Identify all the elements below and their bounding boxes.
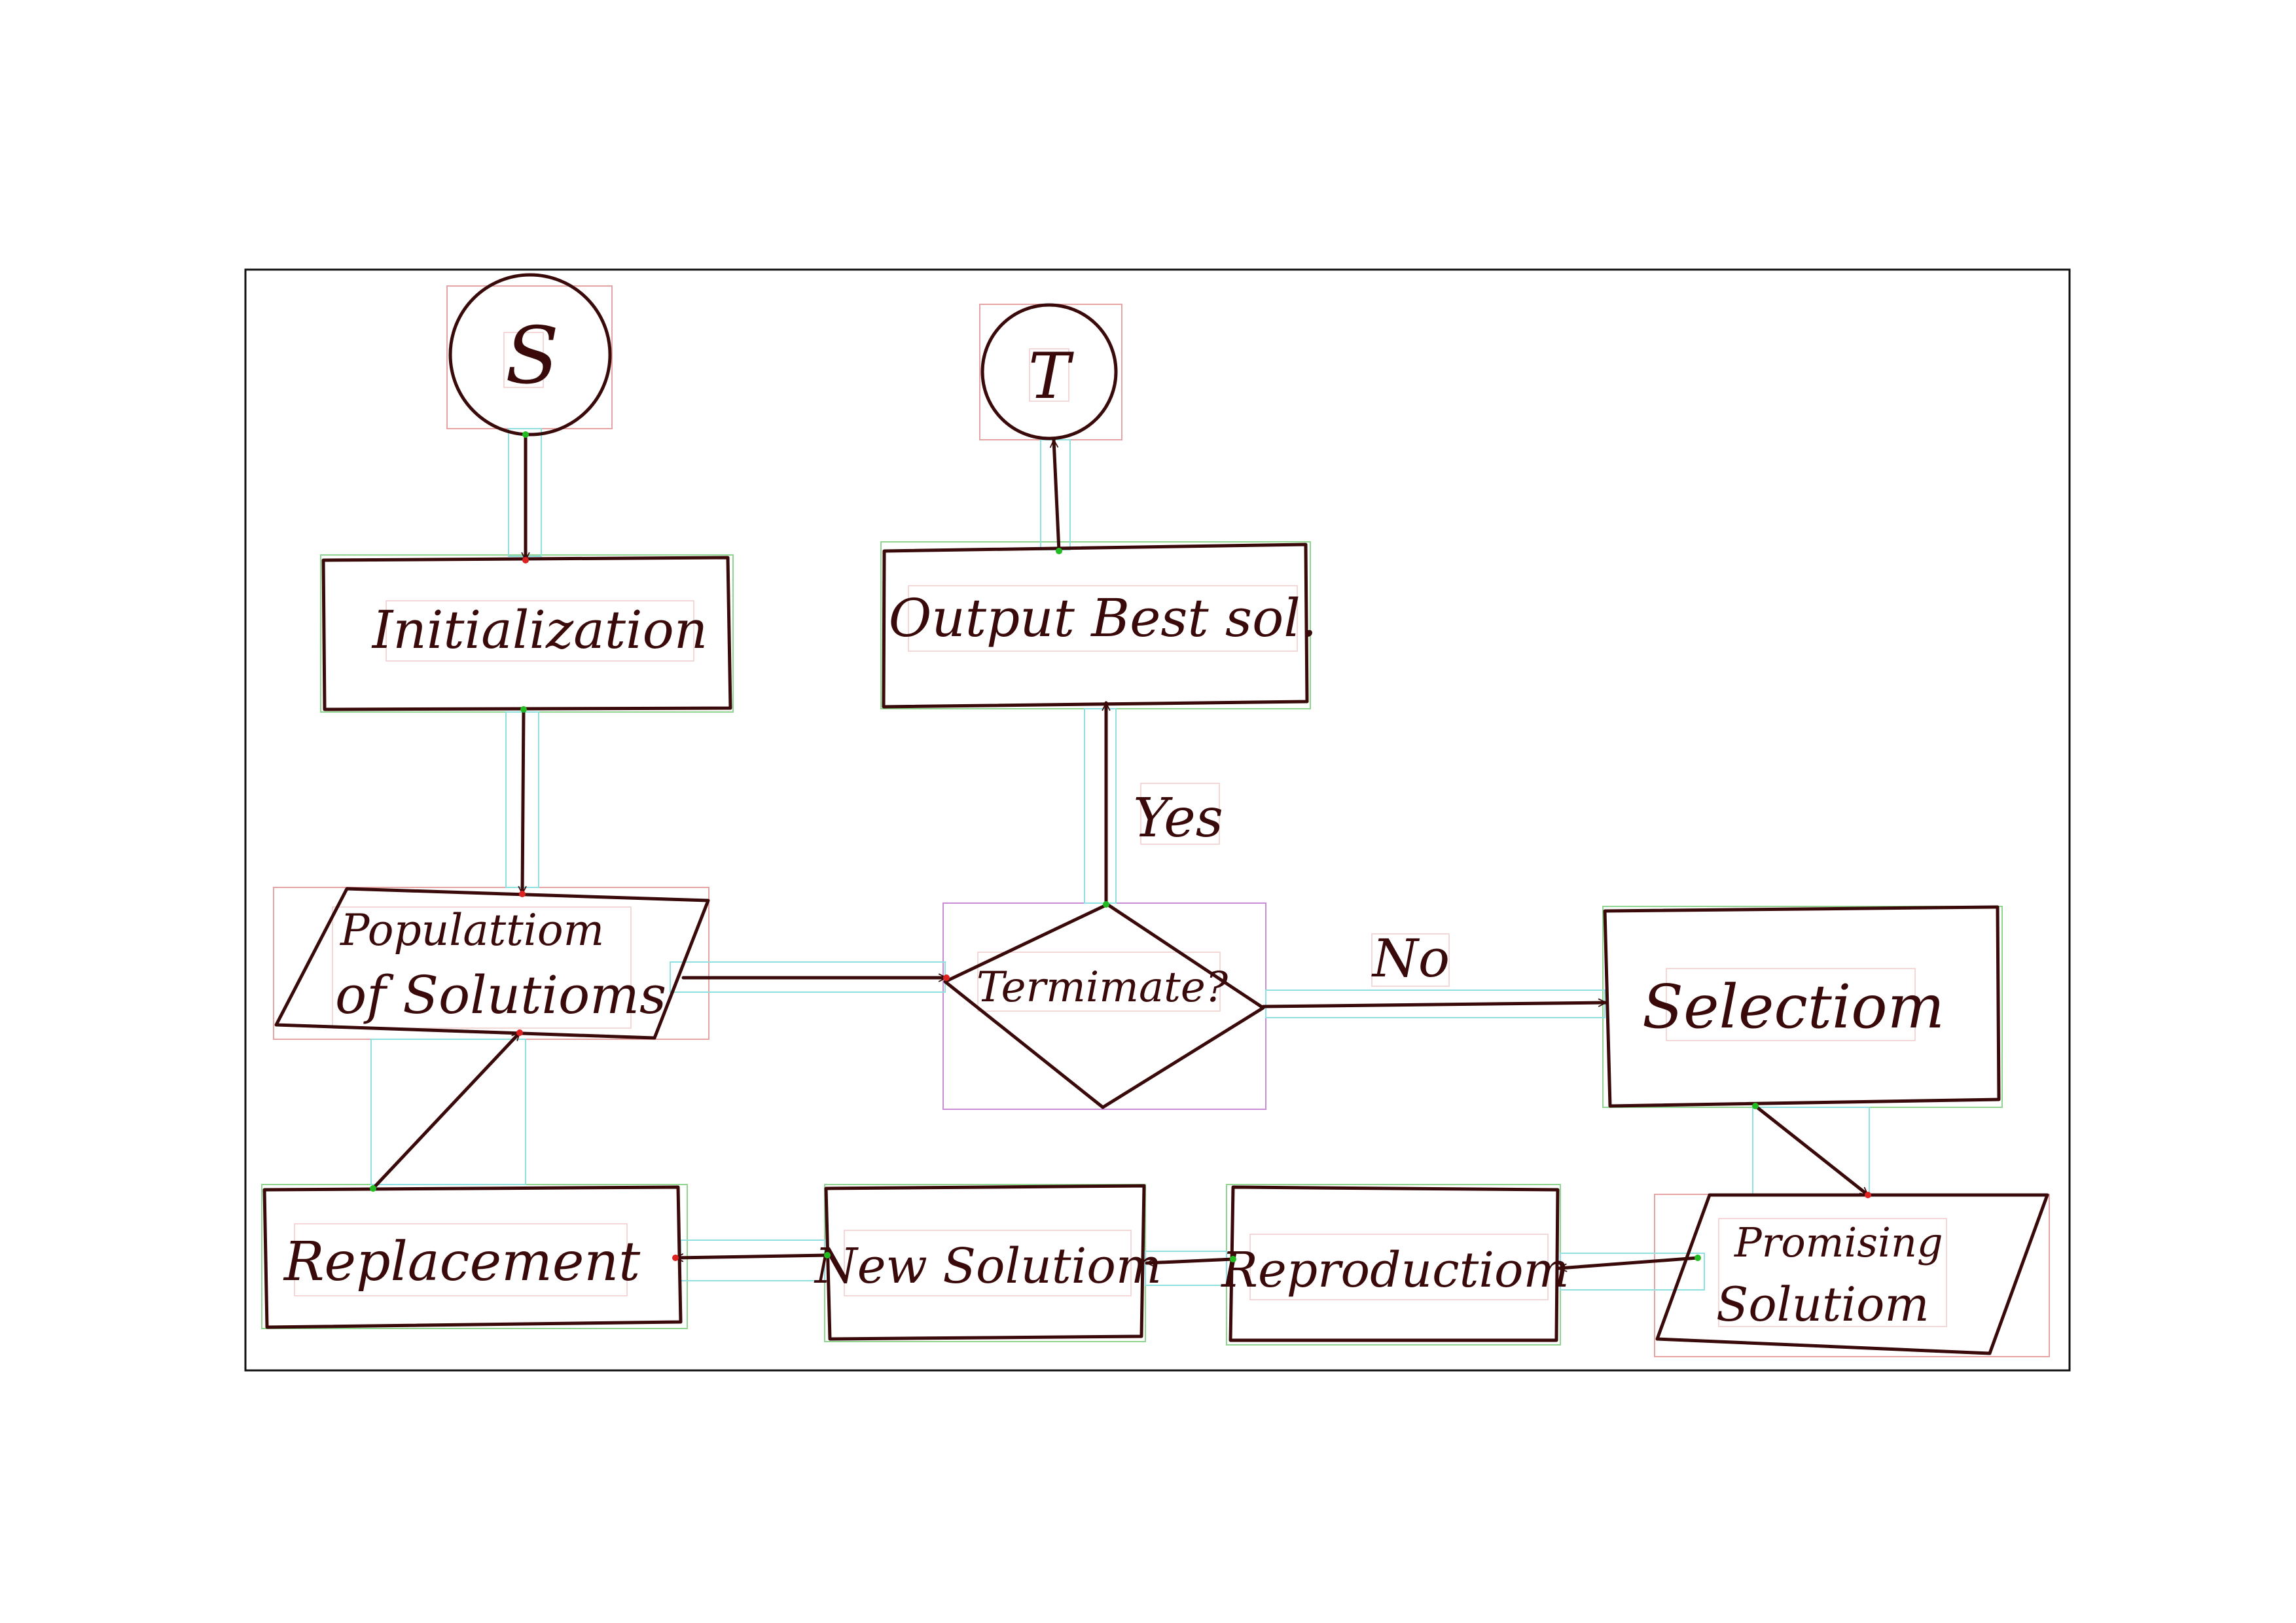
edge-reproduction-to-new-solution [1145,1257,1235,1263]
initialization-node: Initialization [321,556,732,711]
edge-new-solution-to-replacement [673,1255,829,1258]
edge-label-no: No [1371,928,1450,989]
population-parallelogram [274,887,710,1040]
edge-selection-to-promising [1753,1104,1870,1197]
replacement-box [262,1185,683,1329]
reproduction-box [1229,1185,1560,1342]
terminal-node: T [980,303,1118,440]
output-best-label: Output Best sol. [889,588,1318,649]
edge-label-yes: Yes [1133,787,1223,849]
start-circle [448,273,612,437]
replacement-label: Replacement [283,1231,641,1293]
edge-terminate-to-selection [1261,1003,1608,1008]
population-label-line2: of Solutioms [335,965,666,1026]
promising-parallelogram [1655,1193,2049,1355]
start-node: S [448,273,612,437]
start-label: S [505,311,559,402]
terminate-diamond [943,902,1265,1109]
reproduction-label: Reproductiom [1220,1242,1569,1298]
promising-label-line2: Solutiom [1716,1277,1929,1332]
edges [371,433,1870,1268]
new-solution-node: New Solutiom [814,1184,1162,1341]
terminate-label: Termimate? [977,963,1229,1012]
diagram-frame [244,268,2071,1372]
selection-label: Selectiom [1642,972,1945,1042]
promising-label-line1: Promising [1734,1219,1943,1266]
population-node: Populattiom of Solutioms [274,887,710,1040]
connection-points [370,431,1871,1262]
edge-replacement-to-population [371,1031,522,1190]
new-solution-label: New Solutiom [814,1238,1162,1294]
edge-initialization-to-population [522,707,524,896]
output-best-box [882,543,1309,709]
new-solution-box [824,1184,1146,1341]
initialization-box [321,556,732,711]
terminate-decision-node: Termimate? [943,902,1265,1109]
terminal-label: T [1028,340,1074,413]
replacement-node: Replacement [262,1185,683,1329]
selection-node: Selectiom [1603,905,2001,1108]
edge-promising-to-reproduction [1557,1256,1700,1268]
promising-solution-node: Promising Solutiom [1655,1193,2049,1355]
initialization-label: Initialization [371,599,708,660]
reproduction-node: Reproductiom [1220,1185,1570,1342]
edge-output-to-terminal [1054,438,1061,553]
selection-box [1603,905,2001,1108]
population-label-line1: Populattiom [340,905,604,955]
output-best-node: Output Best sol. [882,543,1318,709]
terminal-circle [980,303,1118,440]
